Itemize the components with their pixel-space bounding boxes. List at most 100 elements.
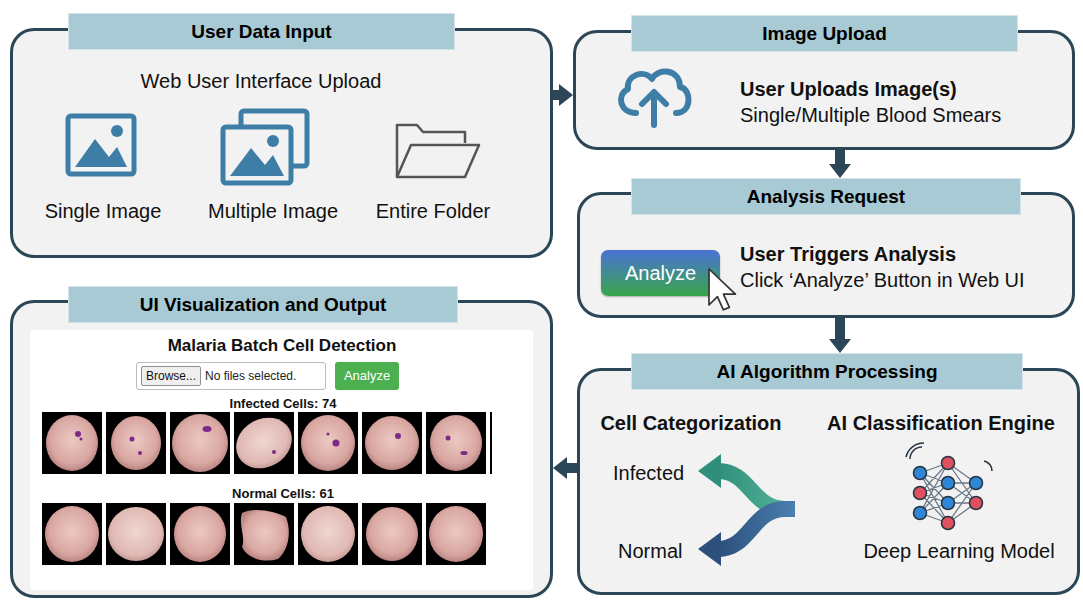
neural-network-icon-part	[914, 457, 983, 530]
split-arrow-part	[698, 532, 721, 566]
stage-panel: Image UploadUser Uploads Image(s)Single/…	[573, 30, 1075, 150]
folder-icon	[397, 125, 479, 177]
stage-panel: AnalyzeAnalysis RequestUser Triggers Ana…	[577, 192, 1075, 318]
text-slot: No files selected.	[205, 363, 323, 389]
normal-cell-row-part-part	[108, 507, 164, 561]
count-label: Infected Cells: 74	[230, 396, 337, 412]
text-slot: Deep Learning Model	[844, 539, 1074, 563]
class-label: Normal	[618, 539, 682, 563]
infected-cell-row-part-part	[42, 412, 102, 474]
infected-cell-row-part-part	[365, 416, 419, 470]
infected-cell-row-part	[362, 412, 422, 474]
infected-cell-row-part-part	[172, 414, 228, 472]
neural-network-icon-part-part	[942, 457, 955, 470]
normal-cell-row-part	[42, 503, 102, 565]
text-slot: Normal Cells: 61	[133, 484, 433, 502]
normal-cell-row-part-part	[45, 506, 99, 562]
infected-cell-row-part-part	[327, 433, 330, 436]
neural-network-icon-part-part	[942, 477, 955, 490]
heading-tab: UI Visualization and Output	[68, 286, 458, 323]
normal-cell-row-part-part	[426, 503, 486, 565]
split-arrow-part	[698, 454, 721, 488]
folder-icon-part	[397, 145, 479, 177]
icon-caption: Multiple Image	[208, 199, 338, 223]
infected-cell-row-part-part	[75, 431, 81, 437]
analyze-button: Analyze	[601, 250, 720, 296]
infected-cell-row-part	[106, 412, 166, 474]
text-slot: Malaria Batch Cell Detection	[72, 336, 492, 356]
normal-cell-row	[42, 503, 486, 565]
normal-cell-row-part-part	[170, 503, 230, 565]
infected-cell-row-part	[42, 412, 102, 474]
text-slot: Analyze	[335, 362, 399, 390]
stage-panel: Browse... No files selected. Analyze Malari…	[10, 300, 553, 598]
node-text: Single/Multiple Blood Smears	[740, 103, 1001, 127]
infected-cell-row-part	[298, 412, 358, 474]
multiple-image-icon-part	[223, 127, 291, 183]
infected-cell-row-part-part	[298, 412, 358, 474]
heading-tab: Analysis Request	[631, 178, 1021, 215]
node-text: No files selected.	[205, 363, 296, 389]
text-slot: Single Image	[23, 199, 183, 223]
button-label: Analyze	[625, 261, 696, 285]
infected-cell-row-part-part	[301, 415, 355, 471]
node-text: Deep Learning Model	[863, 539, 1054, 563]
normal-cell-row-part	[106, 503, 166, 565]
infected-cell-row	[42, 408, 492, 479]
single-image-icon-part	[68, 116, 134, 174]
class-label: Infected	[613, 461, 684, 485]
button-label: Analyze	[344, 368, 390, 384]
panel-heading: User Data Input	[191, 20, 331, 43]
infected-cell-row-part-part	[362, 412, 422, 474]
count-label: Normal Cells: 61	[232, 486, 334, 502]
infected-cell-row-part	[227, 408, 301, 479]
infected-cell-row-part-part	[106, 412, 166, 474]
heading-tab: AI Algorithm Processing	[631, 353, 1023, 390]
stage-panel: User Data InputWeb User Interface Upload…	[10, 28, 553, 258]
mouse-cursor	[701, 262, 741, 312]
normal-cell-row-part-part	[234, 503, 294, 565]
node-text: Web User Interface Upload	[141, 69, 382, 93]
text-slot: User Triggers Analysis	[740, 242, 1060, 266]
icon-caption: Single Image	[45, 199, 162, 223]
panel-heading: AI Algorithm Processing	[717, 360, 938, 383]
infected-cell-row-part-part	[111, 416, 161, 470]
flow-arrow	[567, 463, 577, 473]
text-slot: Multiple Image	[193, 199, 353, 223]
text-slot: Single/Multiple Blood Smears	[740, 103, 1060, 127]
normal-cell-row-part-part	[42, 503, 102, 565]
infected-cell-row-part-part	[395, 433, 401, 439]
text-slot: Infected Cells: 74	[133, 394, 433, 412]
app-screenshot: Browse... No files selected. Analyze Malari…	[30, 330, 533, 590]
cloud-upload-icon-part	[621, 71, 689, 125]
infected-cell-row-part-part	[461, 451, 468, 455]
mouse-cursor-part	[709, 269, 735, 310]
text-slot: Analyze	[601, 250, 720, 296]
infected-cell-row-part-part	[446, 436, 451, 441]
infected-cell-row-part	[170, 412, 230, 474]
flow-arrow	[835, 318, 845, 339]
node-text: User Triggers Analysis	[740, 242, 956, 266]
multiple-image-icon	[223, 111, 307, 183]
infected-cell-row-part-part	[138, 451, 142, 455]
multiple-image-icon-part	[267, 135, 279, 147]
infected-cell-row-part-part	[490, 412, 492, 474]
node-text: User Uploads Image(s)	[740, 77, 957, 101]
button-label: Browse...	[146, 369, 196, 383]
neural-network-icon-part-part	[942, 497, 955, 510]
infected-cell-row-part	[490, 412, 492, 474]
text-slot: Browse...	[142, 367, 200, 385]
single-image-icon-part	[75, 139, 127, 167]
infected-cell-row-part-part	[333, 440, 340, 447]
neural-network-icon-part-part	[914, 487, 927, 500]
flow-arrow	[835, 150, 845, 164]
analyze-button: Analyze	[335, 362, 399, 390]
neural-network-icon-part	[906, 443, 924, 457]
neural-network-icon-part-part	[970, 477, 983, 490]
multiple-image-icon-part	[230, 148, 284, 176]
infected-cell-row-part-part	[203, 426, 212, 432]
normal-cell-row-part-part	[429, 506, 483, 562]
panel-heading: Analysis Request	[747, 185, 905, 208]
panel-heading: Image Upload	[762, 22, 887, 45]
